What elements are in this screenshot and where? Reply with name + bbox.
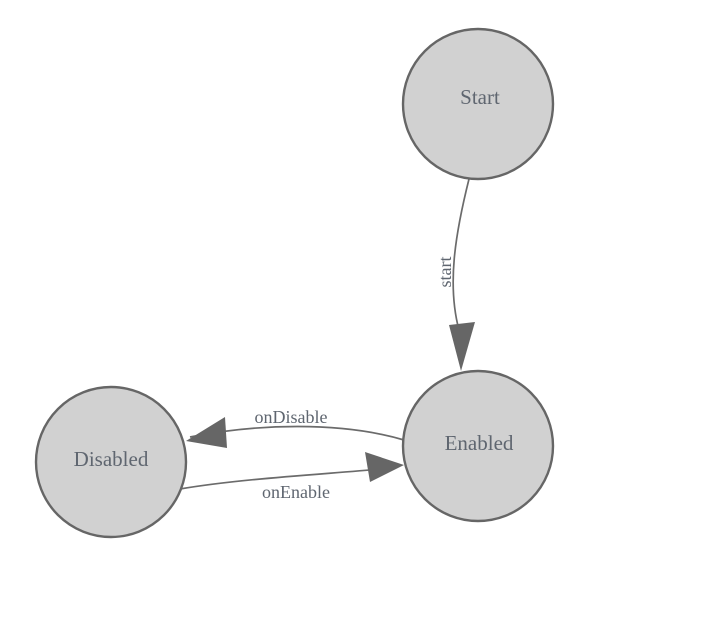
state-node-enabled-label: Enabled <box>445 431 514 455</box>
state-node-disabled[interactable]: Disabled <box>34 385 188 539</box>
state-node-start[interactable]: Start <box>401 27 555 181</box>
edge-enabled-to-disabled-arrowhead <box>186 417 227 448</box>
state-node-start-circle <box>401 27 555 181</box>
state-node-enabled[interactable]: Enabled <box>401 369 555 523</box>
state-node-enabled-circle <box>401 369 555 523</box>
state-node-disabled-label: Disabled <box>74 447 149 471</box>
edge-start-to-enabled[interactable]: start <box>435 178 475 371</box>
edge-disabled-to-enabled[interactable]: onEnable <box>179 452 404 502</box>
edge-label-on-disable: onDisable <box>255 407 328 427</box>
edge-start-to-enabled-arrowhead <box>449 322 475 371</box>
edge-disabled-to-enabled-arrowhead <box>365 452 404 482</box>
state-node-start-label: Start <box>460 85 500 109</box>
edge-start-to-enabled-path <box>452 178 470 331</box>
state-node-disabled-circle <box>34 385 188 539</box>
edge-label-on-enable: onEnable <box>262 482 330 502</box>
edge-enabled-to-disabled[interactable]: onDisable <box>186 407 405 448</box>
edge-label-start: start <box>435 257 455 288</box>
